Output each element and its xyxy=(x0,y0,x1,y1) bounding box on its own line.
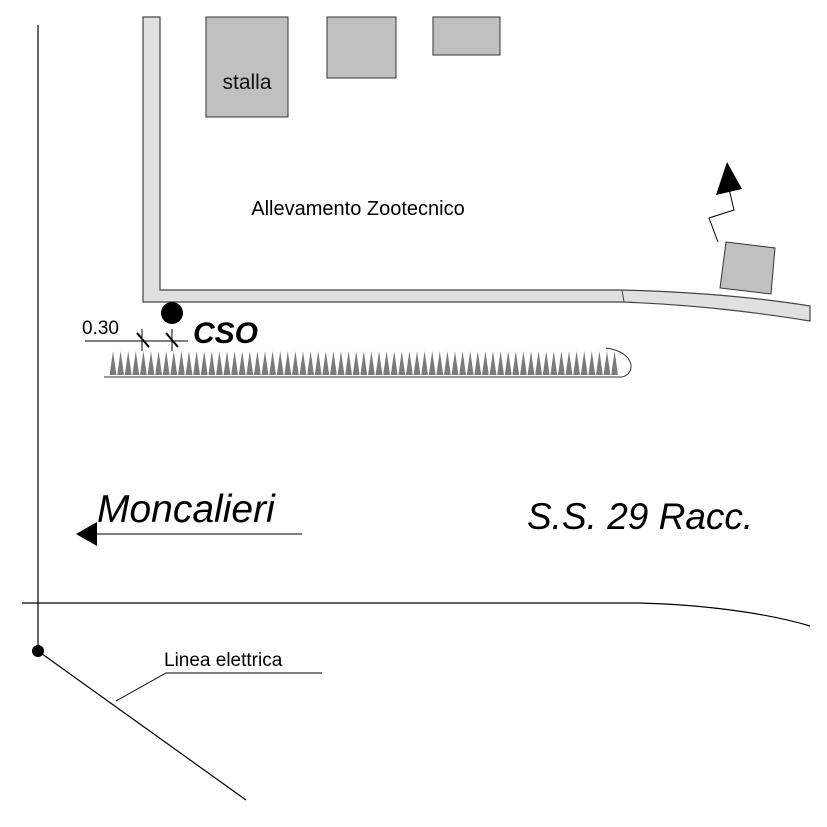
hedge-spike xyxy=(193,351,200,375)
hedge-outline xyxy=(104,347,632,378)
hedge-spike xyxy=(178,351,185,375)
hedge-spike xyxy=(132,351,140,375)
dimension-tick-left xyxy=(136,332,150,348)
hedge-spike xyxy=(314,351,322,375)
hedge-spike xyxy=(200,351,208,375)
hedge-spike xyxy=(269,351,276,375)
hedge-spike xyxy=(398,351,406,375)
hedge-spike xyxy=(337,351,345,375)
hedge-spike xyxy=(155,351,162,375)
hedge-spike xyxy=(162,351,170,375)
hedge-spike xyxy=(292,351,299,375)
hedge-spike xyxy=(390,351,398,375)
hedge-spike xyxy=(170,351,178,375)
hedge-spike xyxy=(299,351,307,375)
hedge-spike xyxy=(254,351,261,375)
hedge-spike xyxy=(322,351,330,375)
hedge-spike xyxy=(117,351,124,375)
hedge-spike xyxy=(512,351,520,375)
hedge-spike xyxy=(246,351,254,375)
hedge-spike xyxy=(542,351,550,375)
hedge-spike xyxy=(276,351,284,375)
hedge-spike xyxy=(535,351,542,375)
hedge-spike xyxy=(413,351,421,375)
building-2 xyxy=(326,16,397,79)
hedge-spike xyxy=(375,351,383,375)
hedge-spike xyxy=(406,351,413,375)
hedge-spike xyxy=(596,351,603,375)
moncalieri-label: Moncalieri xyxy=(97,488,276,531)
moncalieri-arrow-head xyxy=(76,522,97,546)
hedge-spike xyxy=(216,351,223,375)
building-3 xyxy=(432,16,501,56)
hedge-spike xyxy=(474,351,482,375)
hedge-spike xyxy=(497,351,504,375)
power-line xyxy=(37,650,247,801)
hedge-spike xyxy=(444,351,451,375)
hedge-spike xyxy=(109,351,117,375)
hedge-spike xyxy=(360,351,368,375)
hedge-spike xyxy=(558,351,565,375)
building-stalla xyxy=(205,16,289,118)
farm-label: Allevamento Zootecnico xyxy=(251,198,464,220)
hedge-spike xyxy=(573,351,580,375)
hedge-spike xyxy=(147,351,155,375)
hedge-spike xyxy=(428,351,436,375)
hedge-spike xyxy=(330,351,337,375)
hedge-spike xyxy=(345,351,352,375)
hedge-spike xyxy=(489,351,497,375)
hedge-spike xyxy=(421,351,428,375)
hedge-spikes xyxy=(109,351,618,375)
hedge-spike xyxy=(307,351,314,375)
wall-joint xyxy=(621,289,625,303)
cso-label: CSO xyxy=(193,317,258,350)
power-line-leader xyxy=(115,672,322,702)
hedge-spike xyxy=(565,351,573,375)
hedge-spike xyxy=(466,351,474,375)
hedge-spike xyxy=(588,351,596,375)
hedge-spike xyxy=(383,351,390,375)
north-arrow-head xyxy=(716,162,742,195)
hedge-spike xyxy=(223,351,231,375)
hedge-spike xyxy=(451,351,459,375)
hedge-spike xyxy=(238,351,246,375)
hedge-spike xyxy=(459,351,466,375)
hedge-spike xyxy=(284,351,292,375)
hedge-spike xyxy=(520,351,527,375)
north-arrow-stem xyxy=(708,184,735,243)
cso-sensor-dot xyxy=(161,302,183,324)
road-label: S.S. 29 Racc. xyxy=(527,496,753,537)
farm-boundary-wall xyxy=(142,16,811,322)
hedge-spike xyxy=(208,351,216,375)
hedge-spike xyxy=(611,351,618,375)
hedge-spike xyxy=(185,351,193,375)
road-edge-line xyxy=(22,602,811,627)
hedge-spike xyxy=(527,351,535,375)
hedge-spike xyxy=(124,351,132,375)
hedge-spike xyxy=(231,351,238,375)
hedge-spike xyxy=(504,351,512,375)
building-stalla-label: stalla xyxy=(222,71,271,94)
hedge-spike xyxy=(368,351,375,375)
hedge-spike xyxy=(550,351,558,375)
hedge-spike xyxy=(261,351,269,375)
power-line-label: Linea elettrica xyxy=(164,650,283,671)
hedge-spike xyxy=(352,351,360,375)
hedge-spike xyxy=(482,351,489,375)
hedge-spike xyxy=(140,351,147,375)
hedge-spike xyxy=(603,351,611,375)
building-small xyxy=(719,241,776,295)
dimension-label: 0.30 xyxy=(82,318,119,339)
hedge-spike xyxy=(436,351,444,375)
hedge-spike xyxy=(580,351,588,375)
